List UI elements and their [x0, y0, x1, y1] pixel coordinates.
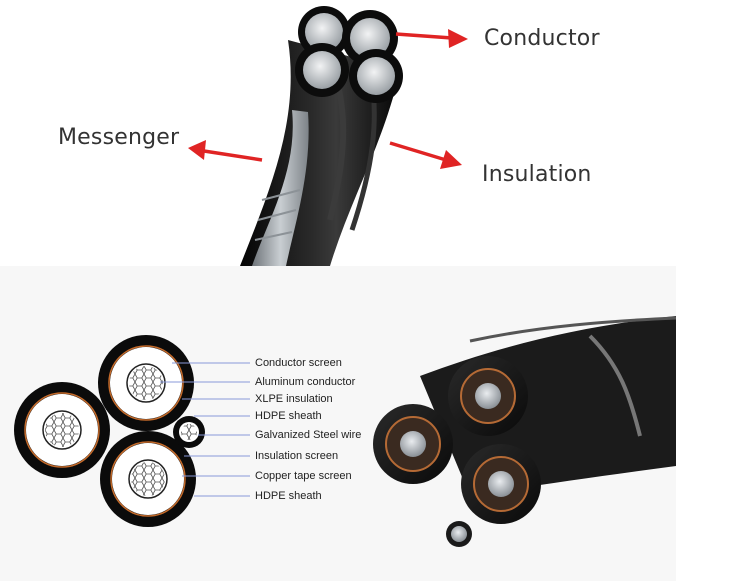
core-top: [98, 335, 194, 431]
cable-end-photo: [373, 316, 676, 547]
cross-section-panel: Conductor screen Aluminum conductor XLPE…: [0, 266, 676, 581]
steel-messenger-wire: [173, 416, 205, 448]
legend-hdpe-sheath-2: HDPE sheath: [255, 490, 322, 502]
core-left: [14, 382, 110, 478]
conductor-callout-label: Conductor: [484, 26, 600, 51]
legend-hdpe-sheath-1: HDPE sheath: [255, 410, 322, 422]
aerial-cable-photo-panel: Conductor Messenger Insulation: [0, 0, 737, 266]
core-bottom: [100, 431, 196, 527]
legend-copper-tape-screen: Copper tape screen: [255, 470, 352, 482]
insulation-arrow: [389, 141, 462, 169]
legend-xlpe-insulation: XLPE insulation: [255, 393, 333, 405]
messenger-arrow: [188, 140, 263, 162]
legend-insulation-screen: Insulation screen: [255, 450, 339, 462]
messenger-strand: [252, 110, 309, 266]
messenger-callout-label: Messenger: [58, 125, 180, 150]
legend-aluminum-conductor: Aluminum conductor: [255, 376, 356, 388]
legend-conductor-screen: Conductor screen: [255, 357, 342, 369]
leader-lines: [160, 362, 250, 497]
aerial-cable-illustration: [188, 6, 468, 266]
legend-galvanized-steel-wire: Galvanized Steel wire: [255, 429, 362, 441]
insulation-callout-label: Insulation: [482, 162, 592, 187]
conductor-end-faces: [295, 6, 403, 103]
conductor-arrow: [395, 29, 468, 48]
cable-cross-section-diagram: [14, 316, 676, 547]
